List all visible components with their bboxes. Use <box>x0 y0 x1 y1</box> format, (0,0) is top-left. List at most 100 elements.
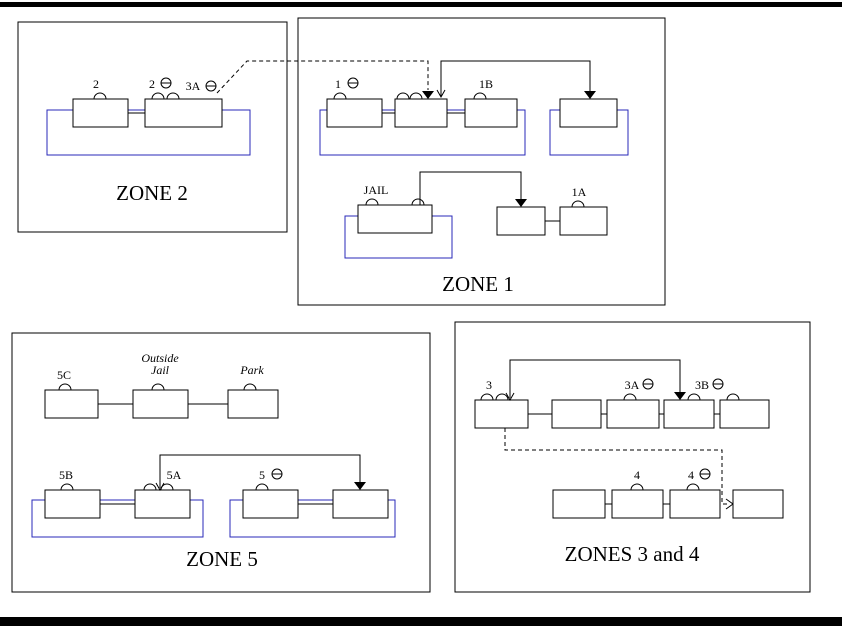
entry-triangle-icon <box>674 392 686 400</box>
zone5-title: ZONE 5 <box>186 547 258 571</box>
no-exit-icon <box>160 77 172 89</box>
zone5-room-box-5c <box>44 389 99 419</box>
self-loop-arc-icon <box>495 393 509 401</box>
zone1-room-box-5 <box>496 206 546 236</box>
zone1-jail-label: JAIL <box>364 183 389 197</box>
self-loop-arc-icon <box>243 383 257 391</box>
zone-1: 1 1B JAIL 1A ZONE 1 <box>297 17 666 306</box>
zone5-entry-link <box>159 454 361 488</box>
zone3-room-box-4 <box>663 399 715 429</box>
zone5-outside-jail-label: Outside <box>141 351 179 365</box>
zone-5: 5C Outside Jail Park 5B 5A 5 ZONE 5 <box>11 332 431 593</box>
self-loop-arc-icon <box>166 92 180 100</box>
zone3-room-label: 3B <box>695 378 709 392</box>
zone4-room-box-1 <box>552 489 606 519</box>
self-loop-arc-icon <box>687 393 701 401</box>
zone2-border <box>17 21 288 233</box>
self-loop-arc-icon <box>409 92 423 100</box>
zone5-room-box-right <box>332 489 389 519</box>
zone2-room-label: 2 <box>93 77 99 91</box>
zone5-room-label: 5A <box>167 468 182 482</box>
zones34-border <box>454 321 811 593</box>
zone2-room-box-a <box>72 98 129 128</box>
zone5-room-label: 5 <box>259 468 265 482</box>
zone3-room-box-3a <box>606 399 660 429</box>
self-loop-arc-icon <box>571 200 585 208</box>
no-exit-icon <box>642 378 654 390</box>
zone5-room-label: 5C <box>57 368 71 382</box>
self-loop-arc-icon <box>151 383 165 391</box>
zone1-jail-box <box>357 204 433 234</box>
down-arrowhead-icon <box>155 482 165 492</box>
zone5-outside-jail-label: Jail <box>151 363 170 377</box>
jail-entry-link <box>419 171 522 205</box>
no-exit-icon <box>205 80 217 92</box>
zone5-park-box <box>227 389 279 419</box>
entry-triangle-icon <box>422 91 434 99</box>
zone5-loop-track-left <box>31 499 204 538</box>
zone5-room-box-5b <box>44 489 101 519</box>
self-loop-arc-icon <box>93 92 107 100</box>
zone3-room-box-3b <box>719 399 770 429</box>
self-loop-arc-icon <box>396 92 410 100</box>
self-loop-arc-icon <box>686 483 700 491</box>
window-top-border <box>0 2 842 7</box>
zone1-entry-link <box>440 60 591 97</box>
zone4-room-label: 4 <box>688 468 694 482</box>
zone3-room-label: 3A <box>625 378 640 392</box>
zone5-park-label: Park <box>239 363 264 377</box>
self-loop-arc-icon <box>333 92 347 100</box>
self-loop-arc-icon <box>60 483 74 491</box>
self-loop-arc-icon <box>143 483 157 491</box>
self-loop-arc-icon <box>411 198 425 206</box>
zone5-border <box>11 332 431 593</box>
self-loop-arc-icon <box>365 198 379 206</box>
entry-triangle-icon <box>584 91 596 99</box>
zones-3-and-4: 3 3A 3B 4 4 ZONES 3 and 4 <box>454 321 811 593</box>
zone5-room-box-5 <box>242 489 299 519</box>
zone3-room-label: 3 <box>486 378 492 392</box>
zone4-room-box-4 <box>611 489 664 519</box>
zone3-room-box-2 <box>551 399 602 429</box>
zone4-room-box-4b <box>669 489 721 519</box>
self-loop-arc-icon <box>630 483 644 491</box>
self-loop-arc-icon <box>623 393 637 401</box>
zone2-room-label: 2 <box>149 77 155 91</box>
zone2-to-zone1-dashed-link <box>216 60 429 94</box>
zone1-border <box>297 17 666 306</box>
zone3-to-zone4-dashed-link <box>504 428 730 505</box>
no-exit-icon <box>347 77 359 89</box>
zone1-room-label: 1 <box>335 77 341 91</box>
entry-triangle-icon <box>354 482 366 490</box>
no-exit-icon <box>699 468 711 480</box>
no-exit-icon <box>271 468 283 480</box>
self-loop-arc-icon <box>255 483 269 491</box>
self-loop-arc-icon <box>58 383 72 391</box>
zone2-exit-label: 3A <box>186 79 201 93</box>
self-loop-arc-icon <box>473 92 487 100</box>
zone1-room-box-1 <box>326 98 383 128</box>
window-bottom-border <box>0 617 842 626</box>
zone1-title: ZONE 1 <box>442 272 514 296</box>
zone1-room-label: 1B <box>479 77 493 91</box>
zone5-loop-track-right <box>229 499 396 538</box>
zone1-room-label: 1A <box>572 185 587 199</box>
right-arrowhead-icon <box>725 498 734 510</box>
self-loop-arc-icon <box>726 393 740 401</box>
zone5-outside-jail-box <box>132 389 189 419</box>
self-loop-arc-icon <box>151 92 165 100</box>
zone5-room-label: 5B <box>59 468 73 482</box>
down-arrowhead-icon <box>436 89 446 99</box>
zone-2: 2 2 3A ZONE 2 <box>17 21 429 233</box>
zone3-entry-link <box>509 359 681 398</box>
zone1-room-box-2 <box>394 98 448 128</box>
zone4-room-box-end <box>732 489 784 519</box>
zone1-room-box-1a <box>559 206 608 236</box>
entry-triangle-icon <box>515 199 527 207</box>
down-arrowhead-icon <box>505 392 515 402</box>
zone2-title: ZONE 2 <box>116 181 188 205</box>
zone5-room-box-5a <box>134 489 191 519</box>
self-loop-arc-icon <box>480 393 494 401</box>
